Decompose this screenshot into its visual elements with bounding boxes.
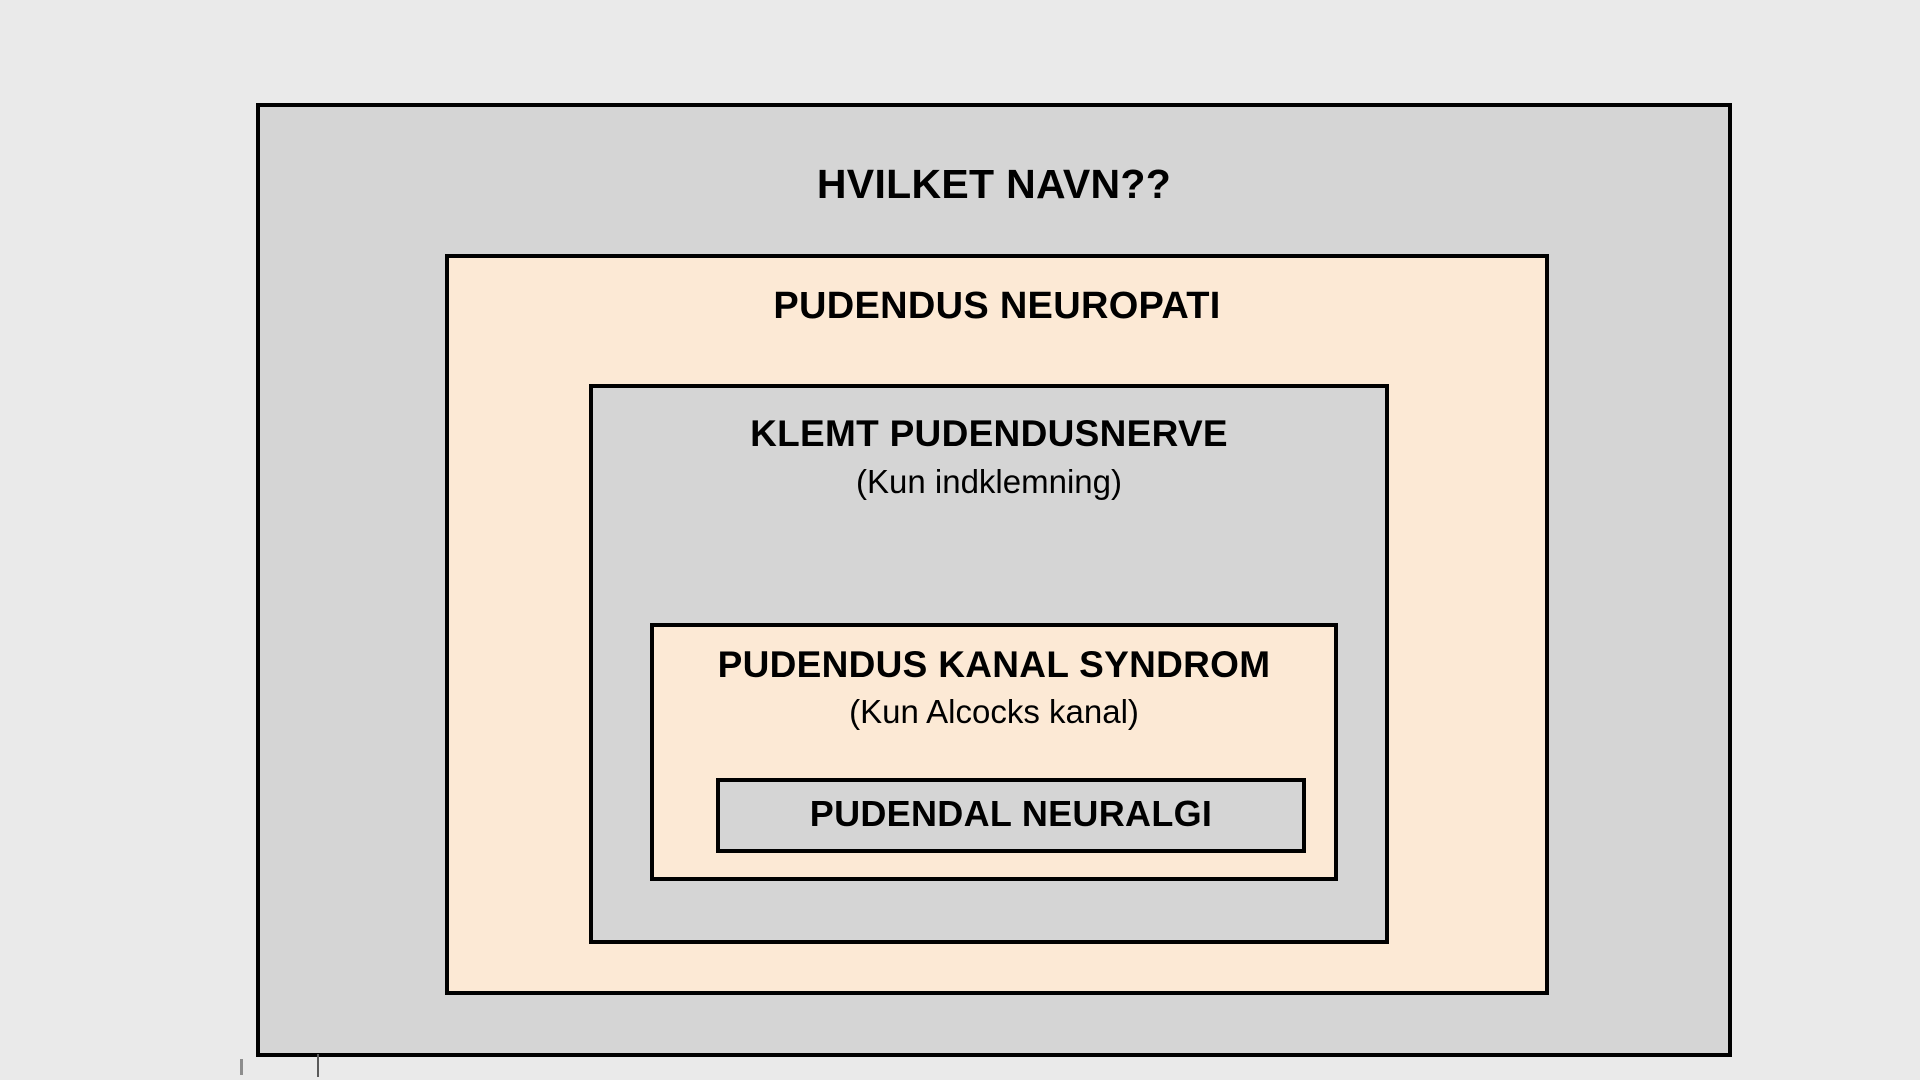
box-klemt-pudendusnerve: KLEMT PUDENDUSNERVE (Kun indklemning) PU… [589,384,1389,944]
stray-glyph-artifact [240,1059,243,1075]
level2-title: PUDENDUS NEUROPATI [773,285,1221,327]
box-pudendus-neuropati: PUDENDUS NEUROPATI KLEMT PUDENDUSNERVE (… [445,254,1549,995]
box-pudendal-neuralgi: PUDENDAL NEURALGI [716,778,1306,853]
level5-title: PUDENDAL NEURALGI [809,793,1213,834]
stray-tick-artifact [317,1054,319,1077]
level3-title: KLEMT PUDENDUSNERVE [750,413,1228,454]
outer-box-hvilket-navn: HVILKET NAVN?? PUDENDUS NEUROPATI KLEMT … [256,103,1732,1057]
level1-title: HVILKET NAVN?? [816,161,1172,207]
level3-subtitle: (Kun indklemning) [856,463,1122,501]
level4-title: PUDENDUS KANAL SYNDROM [717,644,1271,685]
box-pudendus-kanal-syndrom: PUDENDUS KANAL SYNDROM (Kun Alcocks kana… [650,623,1338,881]
level4-subtitle: (Kun Alcocks kanal) [849,693,1139,731]
